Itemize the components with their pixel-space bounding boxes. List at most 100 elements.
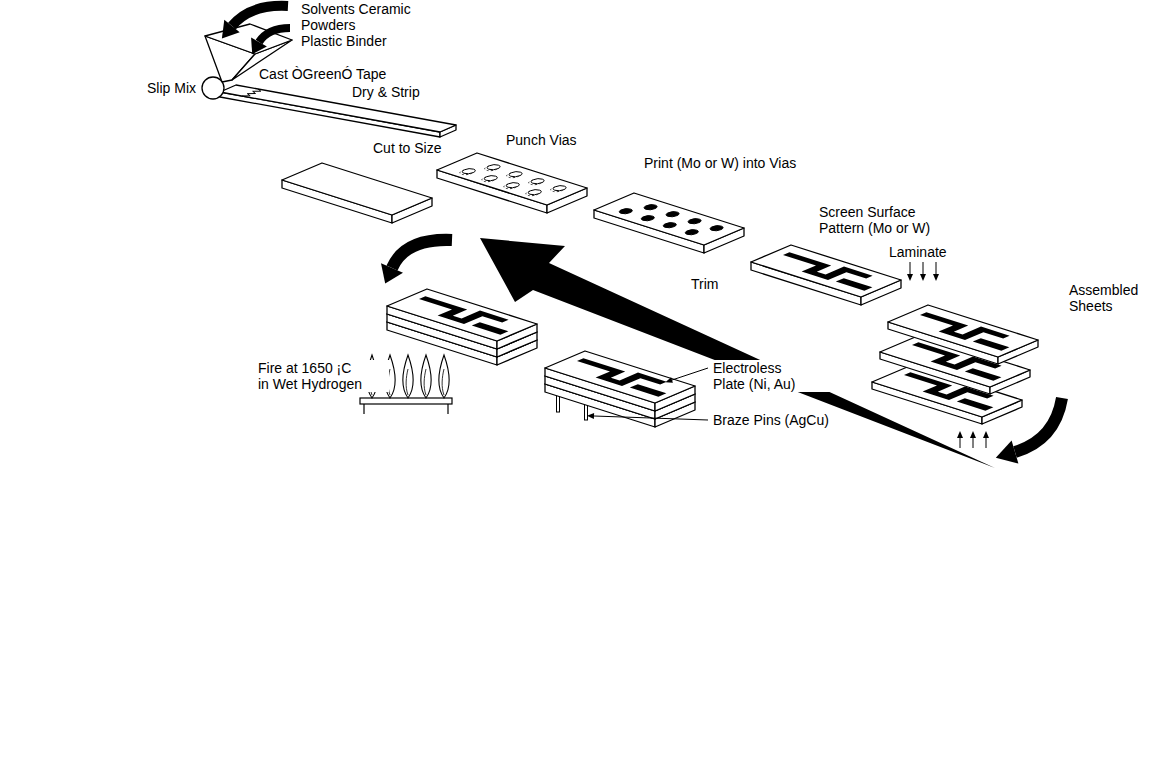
metallization-pattern — [973, 338, 1010, 351]
casting-roller — [202, 77, 224, 99]
leader-line — [594, 416, 708, 420]
step-label: Trim — [690, 276, 719, 292]
step-label: Laminate — [888, 244, 948, 260]
ceramic-sheet — [387, 289, 537, 349]
sheet-surface — [617, 201, 726, 238]
filled-via — [685, 218, 703, 225]
ceramic-sheet — [545, 351, 695, 411]
ceramic-sheet — [888, 305, 1038, 364]
green-tape — [220, 85, 456, 137]
flow-arrow-shaft — [392, 240, 452, 268]
press-arrow — [910, 262, 911, 274]
ceramic-sheet — [594, 193, 744, 253]
burner-leg — [363, 404, 364, 414]
punched-via — [484, 164, 502, 171]
flow-arrow-shaft — [259, 28, 290, 42]
ceramic-sheet — [282, 163, 432, 223]
sheet-surface — [457, 161, 569, 200]
step-label: Cast ÒGreenÓ Tape — [258, 66, 387, 82]
punched-via — [460, 168, 478, 175]
flame-core — [406, 369, 408, 395]
hopper-rim — [205, 24, 292, 54]
sheet-top-face — [594, 193, 744, 245]
metallization-pattern — [563, 357, 667, 393]
step-label: Punch Vias — [505, 132, 578, 148]
press-arrow-head — [957, 431, 963, 438]
trim-arrow — [480, 238, 995, 468]
sheet-top-face — [220, 85, 456, 132]
filled-via — [683, 229, 701, 236]
sheet-surface — [769, 251, 888, 292]
press-arrow-head — [933, 274, 939, 281]
flow-arrow-head — [996, 441, 1019, 464]
step-label: Dry & Strip — [351, 84, 421, 100]
punched-via — [504, 182, 522, 189]
metallization-pattern — [472, 322, 509, 335]
flame — [421, 355, 431, 398]
burner-rail — [360, 398, 452, 404]
flow-arrow-head — [381, 263, 403, 283]
flow-arrow-shaft — [1015, 398, 1062, 452]
sheet-top-face — [751, 245, 901, 297]
filled-via — [641, 204, 659, 211]
burner-leg — [447, 404, 448, 414]
step-label: Braze Pins (AgCu) — [712, 412, 830, 428]
punched-via — [526, 189, 544, 196]
flame — [403, 355, 413, 398]
sheet-top-face — [437, 153, 587, 205]
press-arrow — [923, 262, 924, 274]
step-label: Electroless Plate (Ni, Au) — [712, 360, 844, 392]
flow-arrow-shaft — [232, 6, 288, 26]
metallization-pattern — [769, 251, 873, 287]
filled-via — [661, 222, 679, 229]
flame — [439, 355, 449, 398]
sheet-top-face — [545, 351, 695, 403]
punched-via — [528, 178, 546, 185]
metallization-pattern — [405, 295, 509, 331]
punched-via — [550, 185, 568, 192]
filled-via — [707, 225, 725, 232]
step-label: Screen Surface Pattern (Mo or W) — [818, 204, 960, 236]
punched-via — [506, 171, 524, 178]
doctor-blade-edge — [242, 89, 261, 96]
sheet-surface — [906, 311, 1025, 352]
leader-line — [672, 368, 708, 380]
step-label: Cut to Size — [372, 140, 442, 156]
step-label: Slip Mix — [146, 80, 197, 96]
metallization-pattern — [957, 398, 994, 411]
ceramic-sheet — [437, 153, 587, 213]
step-label: Solvents Ceramic Powders Plastic Binder — [300, 1, 414, 49]
ceramic-sheet — [751, 245, 901, 305]
sheet-surface — [563, 357, 682, 398]
punched-via — [482, 175, 500, 182]
filled-via — [663, 211, 681, 218]
sheet-top-face — [387, 289, 537, 341]
metallization-pattern — [965, 368, 1002, 381]
press-arrow-head — [970, 431, 976, 438]
sheet-top-face — [282, 163, 432, 215]
flow-arrow-head — [222, 20, 240, 39]
press-arrow — [960, 438, 961, 448]
step-label: Print (Mo or W) into Vias — [643, 155, 797, 171]
press-arrow-head — [907, 274, 913, 281]
press-arrow — [986, 438, 987, 448]
step-label: Assembled Sheets — [1068, 282, 1165, 314]
sheet-surface — [405, 295, 524, 336]
sheet-top-face — [888, 305, 1038, 357]
flow-arrow-head — [251, 38, 267, 55]
metallization-pattern — [836, 278, 873, 291]
leader-arrow-head — [587, 413, 594, 419]
filled-via — [639, 215, 657, 222]
flame-core — [424, 369, 426, 395]
press-arrow — [973, 438, 974, 448]
leader-arrow-head — [665, 377, 673, 383]
press-arrow — [936, 262, 937, 274]
metallization-pattern — [906, 311, 1010, 347]
press-arrow-head — [920, 274, 926, 281]
step-label: Fire at 1650 ¡C in Wet Hydrogen — [257, 360, 389, 392]
filled-via — [617, 208, 635, 215]
flame-core — [442, 369, 444, 395]
metallization-pattern — [630, 384, 667, 397]
